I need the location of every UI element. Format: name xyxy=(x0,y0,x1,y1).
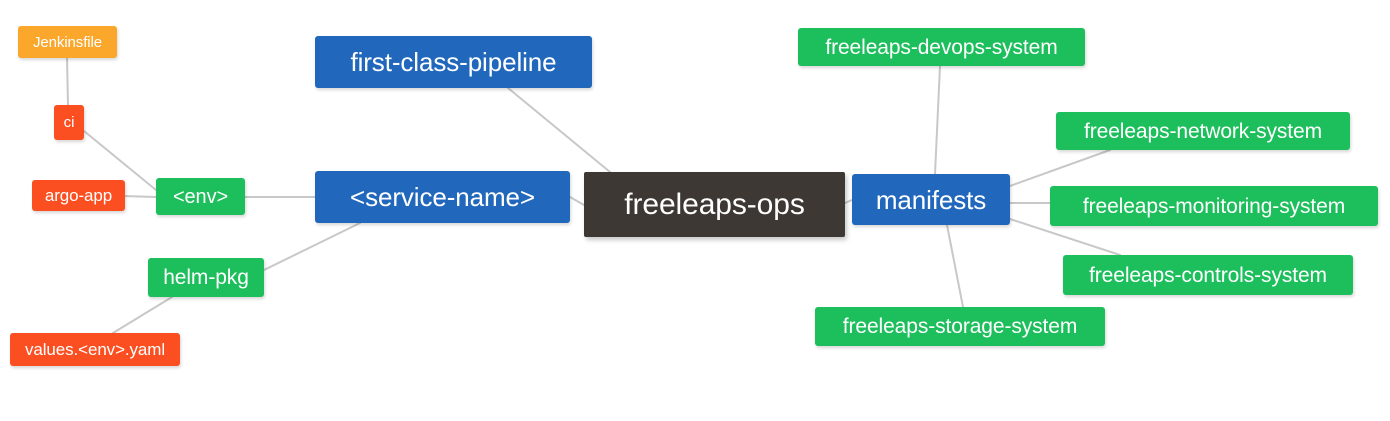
node-manifests[interactable]: manifests xyxy=(852,174,1010,225)
node-jenkinsfile[interactable]: Jenkinsfile xyxy=(18,26,117,58)
node-label: freeleaps-monitoring-system xyxy=(1082,194,1346,218)
node-label: freeleaps-storage-system xyxy=(842,315,1078,338)
node-label: <env> xyxy=(172,185,229,208)
node-label: argo-app xyxy=(44,186,113,205)
node-ci[interactable]: ci xyxy=(54,105,84,140)
node-freeleaps-network-system[interactable]: freeleaps-network-system xyxy=(1056,112,1350,150)
node-freeleaps-devops-system[interactable]: freeleaps-devops-system xyxy=(798,28,1085,66)
node-values-yaml[interactable]: values.<env>.yaml xyxy=(10,333,180,366)
edge-manifests-network xyxy=(1009,149,1111,187)
edge-root-service xyxy=(569,196,585,206)
edge-env-argo xyxy=(124,195,157,198)
node-freeleaps-monitoring-system[interactable]: freeleaps-monitoring-system xyxy=(1050,186,1378,226)
node-argo-app[interactable]: argo-app xyxy=(32,180,125,211)
edge-root-manifests xyxy=(844,199,853,204)
edge-manifests-devops xyxy=(934,65,941,175)
edge-helm-values xyxy=(112,296,173,334)
node-first-class-pipeline[interactable]: first-class-pipeline xyxy=(315,36,592,88)
node-label: <service-name> xyxy=(349,182,536,212)
edge-ci-jenkinsfile xyxy=(66,57,69,106)
node-label: freeleaps-network-system xyxy=(1083,119,1322,143)
edge-root-pipeline xyxy=(507,87,611,173)
node-label: freeleaps-devops-system xyxy=(825,35,1058,59)
node-label: freeleaps-controls-system xyxy=(1089,263,1327,287)
node-env[interactable]: <env> xyxy=(156,178,245,215)
node-label: helm-pkg xyxy=(163,266,249,289)
node-helm-pkg[interactable]: helm-pkg xyxy=(148,258,264,297)
node-label: freeleaps-ops xyxy=(624,187,805,221)
node-label: Jenkinsfile xyxy=(33,33,102,51)
node-freeleaps-controls-system[interactable]: freeleaps-controls-system xyxy=(1063,255,1353,295)
node-label: first-class-pipeline xyxy=(350,47,557,77)
edge-manifests-storage xyxy=(946,224,964,308)
node-label: manifests xyxy=(875,184,987,215)
node-service-name[interactable]: <service-name> xyxy=(315,171,570,223)
node-label: ci xyxy=(63,114,75,131)
node-label: values.<env>.yaml xyxy=(24,340,166,359)
node-freeleaps-ops[interactable]: freeleaps-ops xyxy=(584,172,845,237)
node-freeleaps-storage-system[interactable]: freeleaps-storage-system xyxy=(815,307,1105,346)
edge-service-helm xyxy=(263,222,361,271)
